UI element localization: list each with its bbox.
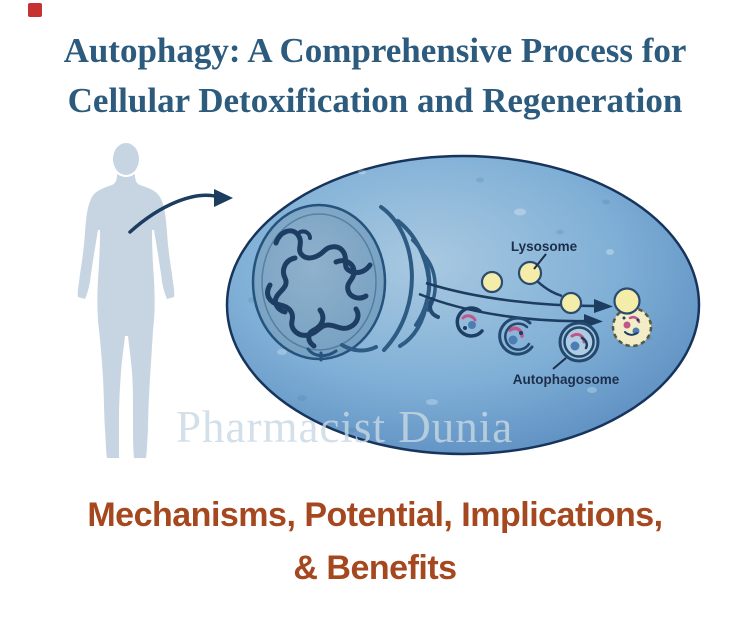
nucleus xyxy=(251,203,387,362)
subtitle: Mechanisms, Potential, Implications, & B… xyxy=(0,489,750,595)
watermark: Pharmacist Dunia xyxy=(176,402,514,452)
membrane-fragment xyxy=(428,297,440,319)
human-to-cell-arrow-icon xyxy=(128,189,233,234)
autolysosome xyxy=(611,306,653,348)
lysosome-fusing xyxy=(613,287,641,315)
cell: Lysosome Autophagosome xyxy=(225,154,701,456)
title-line-1: Autophagy: A Comprehensive Process for xyxy=(63,31,687,70)
cytoplasm-speckles xyxy=(248,169,652,433)
phagophore-late xyxy=(498,316,534,356)
lysosome-label-line xyxy=(533,253,547,270)
phagophore-early xyxy=(455,306,484,338)
human-body xyxy=(77,174,175,458)
subtitle-line-1: Mechanisms, Potential, Implications, xyxy=(87,496,663,534)
autophagosome-label: Autophagosome xyxy=(513,372,620,387)
lysosomes xyxy=(480,260,641,315)
endoplasmic-reticulum xyxy=(340,205,437,353)
lysosome-3 xyxy=(559,291,583,315)
chromatin xyxy=(265,228,373,349)
human-head xyxy=(113,143,139,175)
lysosome-1 xyxy=(480,270,504,294)
autophagosome xyxy=(558,321,600,363)
subtitle-line-2: & Benefits xyxy=(293,549,457,587)
autophagosome-label-line xyxy=(552,357,567,370)
human-silhouette xyxy=(77,143,175,458)
title-line-2: Cellular Detoxification and Regeneration xyxy=(67,81,683,120)
lysosome-label: Lysosome xyxy=(511,239,578,254)
red-corner-badge xyxy=(28,3,42,17)
page-title: Autophagy: A Comprehensive Process for C… xyxy=(0,26,750,126)
